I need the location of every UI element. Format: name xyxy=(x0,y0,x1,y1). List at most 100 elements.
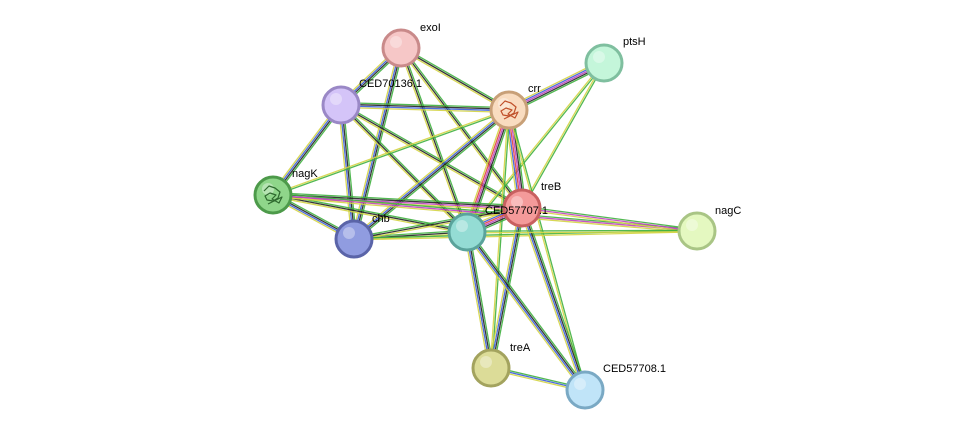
node-label: CED70136.1 xyxy=(359,78,422,90)
node-highlight xyxy=(686,219,698,231)
protein-structure-icon xyxy=(263,185,283,205)
node-highlight xyxy=(511,196,523,208)
edge-strand xyxy=(337,105,353,240)
edge-crr-CED57707.1[interactable] xyxy=(463,108,513,234)
node-highlight xyxy=(574,378,586,390)
edge-strand xyxy=(519,208,584,391)
edge-ptsH-treB[interactable] xyxy=(520,62,606,209)
node-ptsH[interactable]: ptsH xyxy=(584,36,646,83)
node-CED57707.1[interactable]: CED57707.1 xyxy=(447,205,548,252)
node-label: CED57707.1 xyxy=(485,205,548,217)
edge-strand xyxy=(464,109,509,232)
edge-strand xyxy=(467,231,698,234)
edge-crr-nagK[interactable] xyxy=(272,108,510,197)
node-chb[interactable]: chb xyxy=(334,213,390,259)
edge-strand xyxy=(341,101,510,109)
edge-strand xyxy=(353,207,523,240)
node-label: exoI xyxy=(420,22,441,34)
edge-strand xyxy=(400,47,468,233)
edge-strand xyxy=(523,207,588,390)
node-circle[interactable] xyxy=(381,28,421,68)
node-nagK[interactable]: nagK xyxy=(253,168,318,215)
edge-CED57707.1-nagC[interactable] xyxy=(466,229,698,234)
node-crr[interactable]: crr xyxy=(489,83,541,130)
node-circle[interactable] xyxy=(253,175,293,215)
node-nagC[interactable]: nagC xyxy=(677,205,741,251)
node-CED70136.1[interactable]: CED70136.1 xyxy=(321,78,422,125)
node-highlight xyxy=(593,51,605,63)
edge-strand xyxy=(355,111,511,242)
edge-strand xyxy=(467,231,493,368)
node-CED57708.1[interactable]: CED57708.1 xyxy=(565,363,666,410)
node-highlight xyxy=(262,183,274,195)
edge-strand xyxy=(339,105,522,210)
edge-strand xyxy=(522,63,606,209)
edge-strand xyxy=(354,110,510,241)
edge-crr-chb[interactable] xyxy=(352,107,511,242)
edge-strand xyxy=(400,47,510,111)
edge-strand xyxy=(468,231,495,368)
node-highlight xyxy=(480,356,492,368)
edge-strand xyxy=(339,105,467,234)
node-label: nagK xyxy=(292,168,318,180)
edge-strand xyxy=(340,104,523,209)
node-circle[interactable] xyxy=(471,348,511,388)
edge-strand xyxy=(465,232,491,369)
edge-chb-treB[interactable] xyxy=(353,205,523,242)
node-label: nagC xyxy=(715,205,741,217)
node-circle[interactable] xyxy=(502,188,542,228)
edge-strand xyxy=(273,191,523,207)
edge-strand xyxy=(340,105,509,112)
edge-strand xyxy=(463,232,490,369)
edge-strand xyxy=(339,105,354,240)
node-highlight xyxy=(456,220,468,232)
edge-CED57707.1-treA[interactable] xyxy=(463,231,495,369)
node-highlight xyxy=(498,98,510,110)
edge-strand xyxy=(520,208,585,391)
edge-strand xyxy=(521,207,698,232)
node-exoI[interactable]: exoI xyxy=(381,22,441,68)
node-highlight xyxy=(330,93,342,105)
node-circle[interactable] xyxy=(334,219,374,259)
edge-CED70136.1-chb[interactable] xyxy=(337,104,358,240)
edge-strand xyxy=(341,104,356,239)
edge-strand xyxy=(354,208,523,242)
edge-strand xyxy=(272,108,509,195)
edge-strand xyxy=(353,205,522,239)
node-circle[interactable] xyxy=(565,370,605,410)
node-circle[interactable] xyxy=(447,212,487,252)
node-treA[interactable]: treA xyxy=(471,342,531,388)
edge-CED70136.1-treB[interactable] xyxy=(339,103,524,210)
edge-strand xyxy=(401,46,511,110)
edge-strand xyxy=(464,233,584,392)
edge-exoI-crr[interactable] xyxy=(399,46,511,112)
node-label: ptsH xyxy=(623,36,646,48)
edge-strand xyxy=(509,109,587,390)
edge-CED57707.1-CED57708.1[interactable] xyxy=(464,230,588,392)
edge-CED70136.1-crr[interactable] xyxy=(340,101,510,114)
node-circle[interactable] xyxy=(321,85,361,125)
node-highlight xyxy=(390,36,402,48)
edge-strand xyxy=(401,47,470,232)
edge-strand xyxy=(354,231,698,241)
edge-strand xyxy=(341,103,510,110)
edge-strand xyxy=(272,195,467,235)
edge-treB-CED57708.1[interactable] xyxy=(519,207,588,391)
protein-structure-icon xyxy=(499,100,519,120)
edge-strand xyxy=(521,208,697,234)
edge-strand xyxy=(466,229,697,232)
edge-strand xyxy=(520,62,604,208)
node-circle[interactable] xyxy=(489,90,529,130)
edge-strand xyxy=(273,110,510,197)
node-label: CED57708.1 xyxy=(603,363,666,375)
edge-strand xyxy=(491,110,511,369)
edge-treB-nagC[interactable] xyxy=(521,205,698,234)
node-treB[interactable]: treB xyxy=(502,181,561,228)
edge-crr-treA[interactable] xyxy=(489,109,511,369)
edge-strand xyxy=(342,104,358,239)
node-circle[interactable] xyxy=(677,211,717,251)
node-circle[interactable] xyxy=(584,43,624,83)
node-label: chb xyxy=(372,213,390,225)
